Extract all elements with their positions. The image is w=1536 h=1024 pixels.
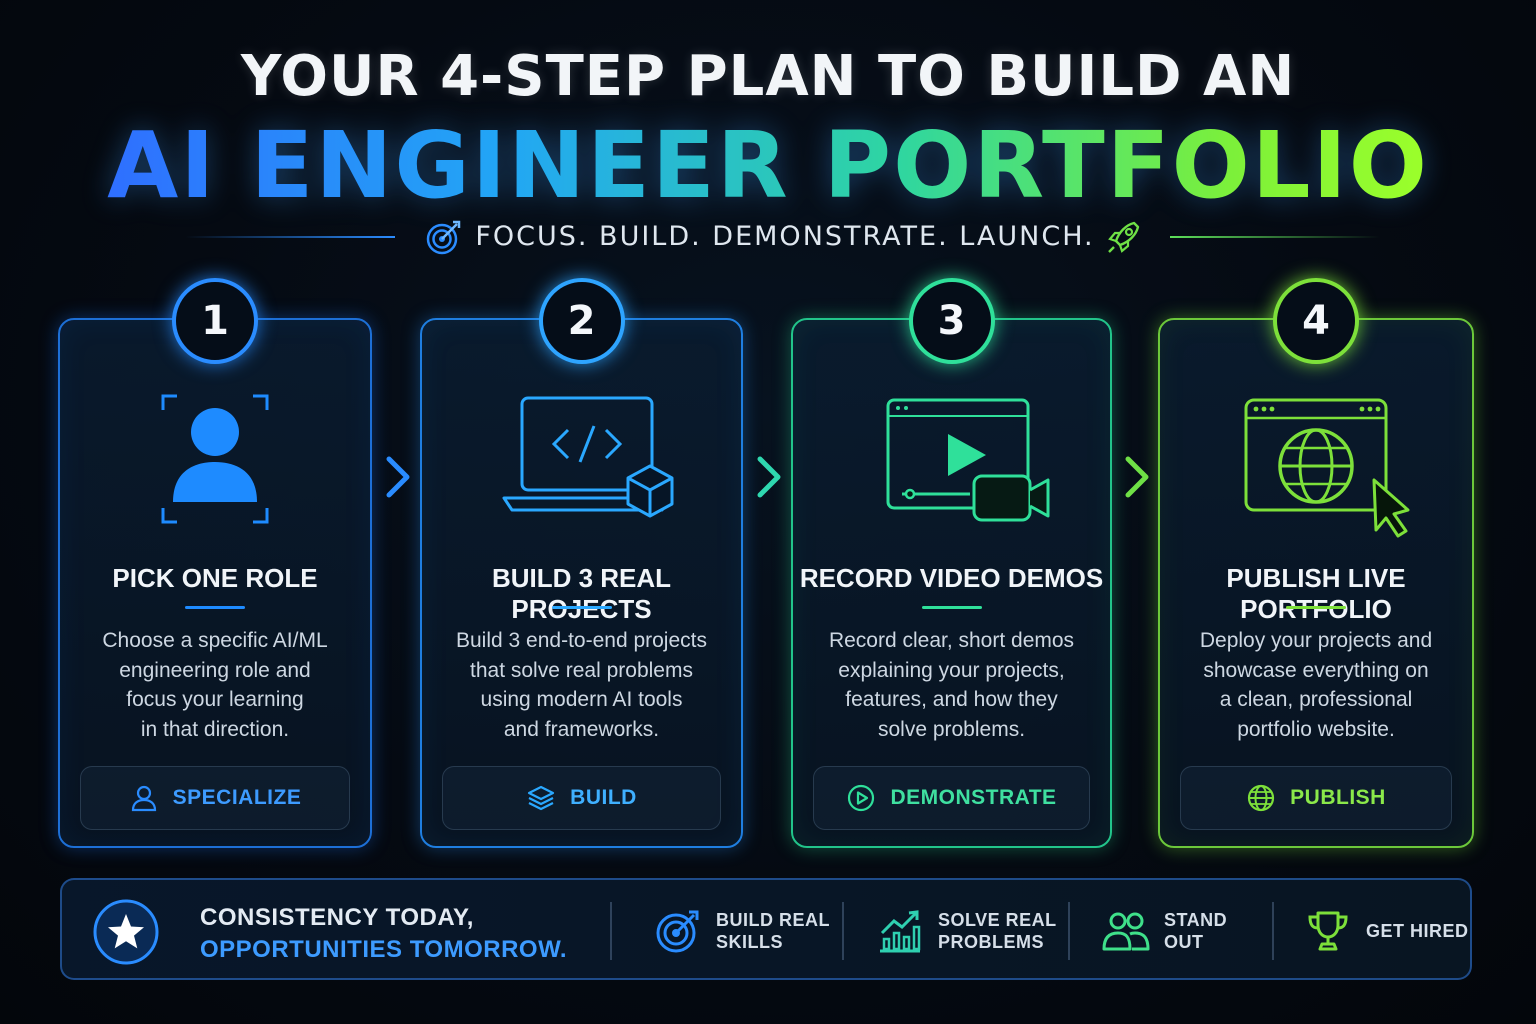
chevron-right-icon [386,456,410,498]
browser-globe-icon [1244,398,1410,538]
specialize-button[interactable]: SPECIALIZE [80,766,350,830]
demonstrate-button[interactable]: DEMONSTRATE [813,766,1090,830]
chevron-right-icon [757,456,781,498]
play-icon [848,784,875,812]
tagline: FOCUS. BUILD. DEMONSTRATE. LAUNCH. [475,221,1095,252]
tagline-divider-right [1170,236,1380,238]
laptop-code-icon [502,396,673,518]
step-description: Deploy your projects and showcase everyt… [1199,629,1433,741]
button-label: SPECIALIZE [172,786,302,809]
growth-chart-icon [880,910,921,953]
build-button[interactable]: BUILD [442,766,721,830]
step-title-underline [1286,606,1346,609]
divider [842,902,844,960]
people-icon [1102,912,1150,951]
step-title-underline [921,606,982,609]
benefit-get-hired: GET HIRED [1304,902,1469,960]
step-card-2: 2 BUILD 3 REAL PROJECTS Build 3 end-to-e… [420,278,743,848]
target-icon [656,910,699,953]
step-description: Choose a specific AI/ML engineering role… [102,629,328,741]
star-icon [93,899,159,965]
step-description: Record clear, short demos explaining you… [828,629,1075,741]
target-icon [426,220,461,255]
divider [1272,902,1274,960]
step-number-badge: 3 [908,278,995,364]
step-number-badge: 2 [538,278,625,364]
rocket-icon [1108,221,1140,253]
step-title-underline [551,606,612,609]
step-title: RECORD VIDEO DEMOS [799,563,1104,593]
step-card-4: 4 PUBLISH LIVE PORTFOLIO Deploy your pro… [1158,278,1474,848]
button-label: PUBLISH [1290,786,1386,809]
title-line-1: YOUR 4-STEP PLAN TO BUILD AN [240,44,1296,109]
button-label: DEMONSTRATE [890,786,1057,809]
step-title: PICK ONE ROLE [112,563,318,593]
user-profile-icon [161,394,269,524]
bottom-banner: CONSISTENCY TODAY, OPPORTUNITIES TOMORRO… [60,878,1472,980]
step-description: Build 3 end-to-end projects that solve r… [456,629,707,741]
benefit-solve-problems: SOLVE REAL PROBLEMS [876,902,1057,960]
divider [610,902,612,960]
step-card-3: 3 RECORD VIDEO DEMOS Record clear, short… [791,278,1112,848]
video-player-icon [886,398,1049,522]
button-label: BUILD [570,786,637,809]
step-title: PUBLISH LIVE PORTFOLIO [1226,563,1406,624]
benefit-stand-out: STAND OUT [1102,902,1227,960]
step-title-underline [185,606,245,609]
step-number-badge: 4 [1273,278,1359,364]
divider [1068,902,1070,960]
step-card-1: 1 PICK ONE ROLE Choose a specific AI/ML … [58,278,372,848]
tagline-row: FOCUS. BUILD. DEMONSTRATE. LAUNCH. [0,215,1536,259]
publish-button[interactable]: PUBLISH [1180,766,1452,830]
layers-icon [528,785,555,811]
title-gradient-text: AI ENGINEER PORTFOLIO [107,112,1429,219]
globe-icon [1248,784,1275,812]
motto-line-1: CONSISTENCY TODAY, [200,904,474,931]
tagline-divider-left [185,236,395,238]
benefit-build-skills: BUILD REAL SKILLS [654,902,830,960]
user-icon [131,785,156,812]
motto-line-2: OPPORTUNITIES TOMORROW. [200,936,568,963]
chevron-right-icon [1125,456,1149,498]
step-number-badge: 1 [172,278,258,364]
step-title: BUILD 3 REAL PROJECTS [491,563,672,624]
trophy-icon [1308,911,1348,951]
title-line-2: AI ENGINEER PORTFOLIO [0,112,1536,219]
